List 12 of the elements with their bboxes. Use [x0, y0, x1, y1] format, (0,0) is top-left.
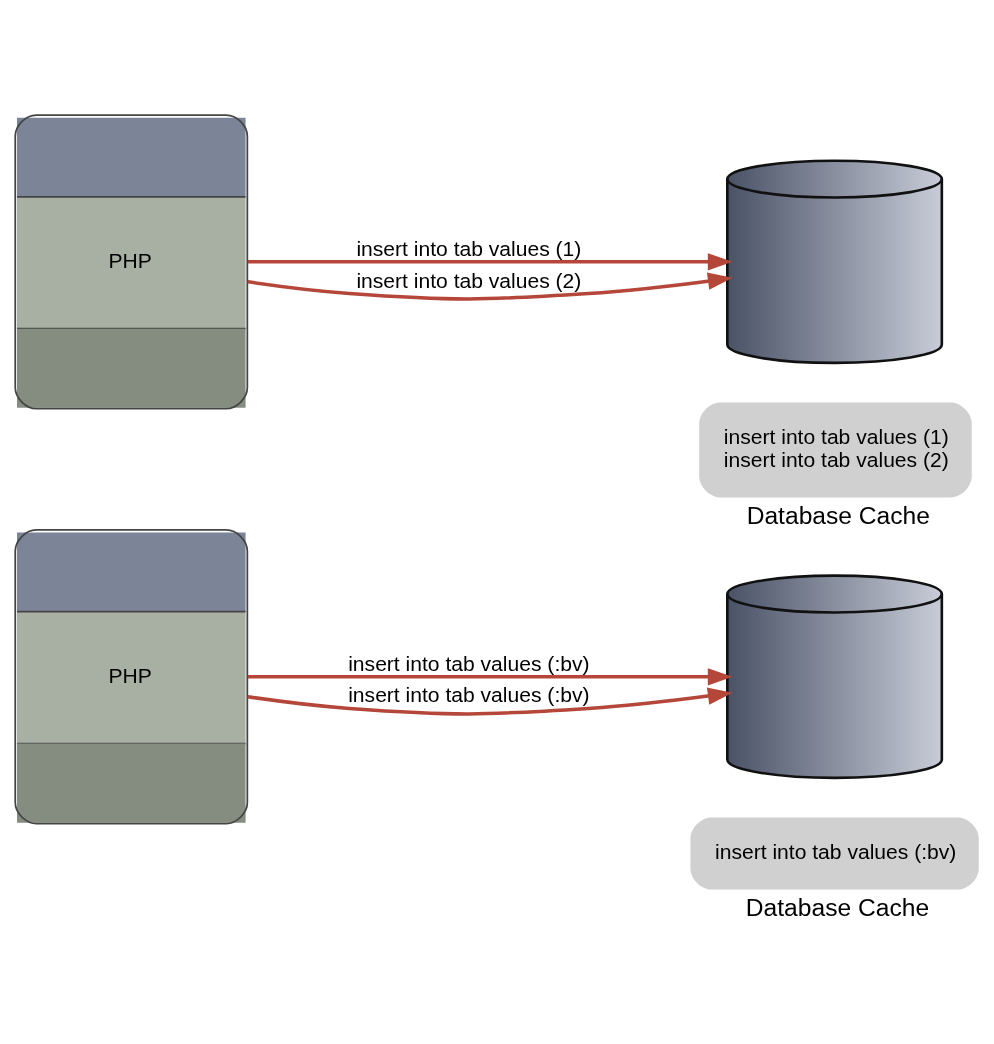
node-box: insert into tab values (1) insert into tab values (2) — [699, 402, 972, 497]
edge-label: insert into tab values (:bv) — [348, 651, 590, 675]
edge-label: insert into tab values (:bv) — [348, 682, 590, 706]
node-label: Database Cache — [745, 893, 930, 921]
arrow — [247, 252, 733, 270]
arrow — [247, 667, 733, 685]
edge-label: insert into tab values (1) — [356, 236, 582, 260]
node-box: insert into tab values (:bv) — [690, 816, 979, 890]
arrow — [247, 687, 733, 716]
arrow — [247, 272, 733, 301]
edge-label: insert into tab values (2) — [356, 268, 582, 292]
node-label: Database Cache — [746, 501, 930, 529]
